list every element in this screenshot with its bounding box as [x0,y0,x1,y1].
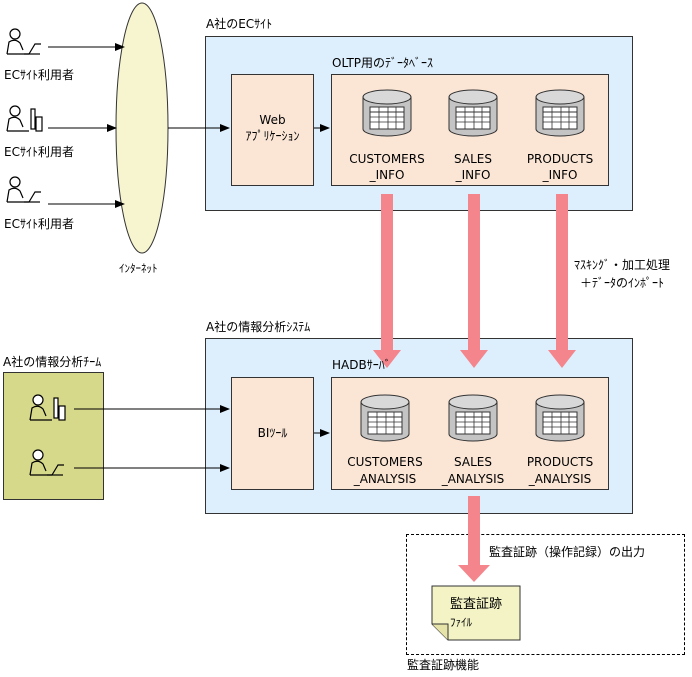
sales-info-db-icon [448,89,498,137]
sales-info-label-2: _INFO [455,168,491,182]
audit-file-label-2: ﾌｧｲﾙ [450,616,472,629]
ec-user-label-2: ECｻｲﾄ利用者 [4,145,74,159]
analysis-team-title: A社の情報分析ﾁｰﾑ [3,355,102,369]
customers-analysis-label-1: CUSTOMERS [347,455,423,469]
hadb-server-title: HADBｻｰﾊﾞ [332,358,391,372]
audit-feature-label: 監査証跡機能 [407,658,480,672]
customers-analysis-db-icon [360,394,410,442]
analyst-icon-1 [29,394,66,421]
customers-info-db-icon [362,89,412,137]
analyst-icon-2 [29,449,65,476]
audit-output-arrow [458,496,490,582]
bi-tool-box [231,377,314,490]
import-arrows [373,194,576,368]
sales-analysis-label-1: SALES [454,455,492,469]
customers-info-label-1: CUSTOMERS [349,152,425,166]
products-info-db-icon [535,89,585,137]
web-app-label-1: Web [259,113,286,127]
products-info-label-1: PRODUCTS [526,152,594,166]
ec-user-label-3: ECｻｲﾄ利用者 [4,217,74,231]
ec-user-label-1: ECｻｲﾄ利用者 [4,68,74,82]
web-app-box [231,74,314,186]
internet-label: ｲﾝﾀｰﾈｯﾄ [119,262,158,275]
sales-analysis-db-icon [448,394,498,442]
analysis-system-title: A社の情報分析ｼｽﾃﾑ [206,320,311,334]
ec-user-icon-2 [6,105,43,132]
audit-output-label: 監査証跡（操作記録）の出力 [489,545,646,559]
audit-feature-box [406,534,685,655]
products-analysis-label-2: _ANALYSIS [528,472,592,486]
sales-analysis-label-2: _ANALYSIS [441,472,505,486]
web-app-label-2: ｱﾌﾟﾘｹｰｼｮﾝ [245,129,300,143]
audit-file-icon [431,585,521,641]
products-analysis-db-icon [535,394,585,442]
products-analysis-label-1: PRODUCTS [526,455,594,469]
analysis-team-box [3,372,104,500]
ec-user-icon-3 [6,176,42,203]
internet-cloud [115,2,169,254]
products-info-label-2: _INFO [542,168,578,182]
oltp-db-title: OLTP用のﾃﾞｰﾀﾍﾞｰｽ [332,56,434,70]
ec-user-icon-1 [6,28,42,55]
ec-site-title: A社のECｻｲﾄ [206,17,273,31]
import-label-2: ＋ﾃﾞｰﾀのｲﾝﾎﾟｰﾄ [580,276,665,290]
sales-info-label-1: SALES [454,152,492,166]
bi-tool-label: BIﾂｰﾙ [257,426,288,440]
customers-info-label-2: _INFO [369,168,405,182]
import-label-1: ﾏｽｷﾝｸﾞ・加工処理 [574,258,671,272]
customers-analysis-label-2: _ANALYSIS [353,472,417,486]
audit-file-label-1: 監査証跡 [450,597,503,612]
